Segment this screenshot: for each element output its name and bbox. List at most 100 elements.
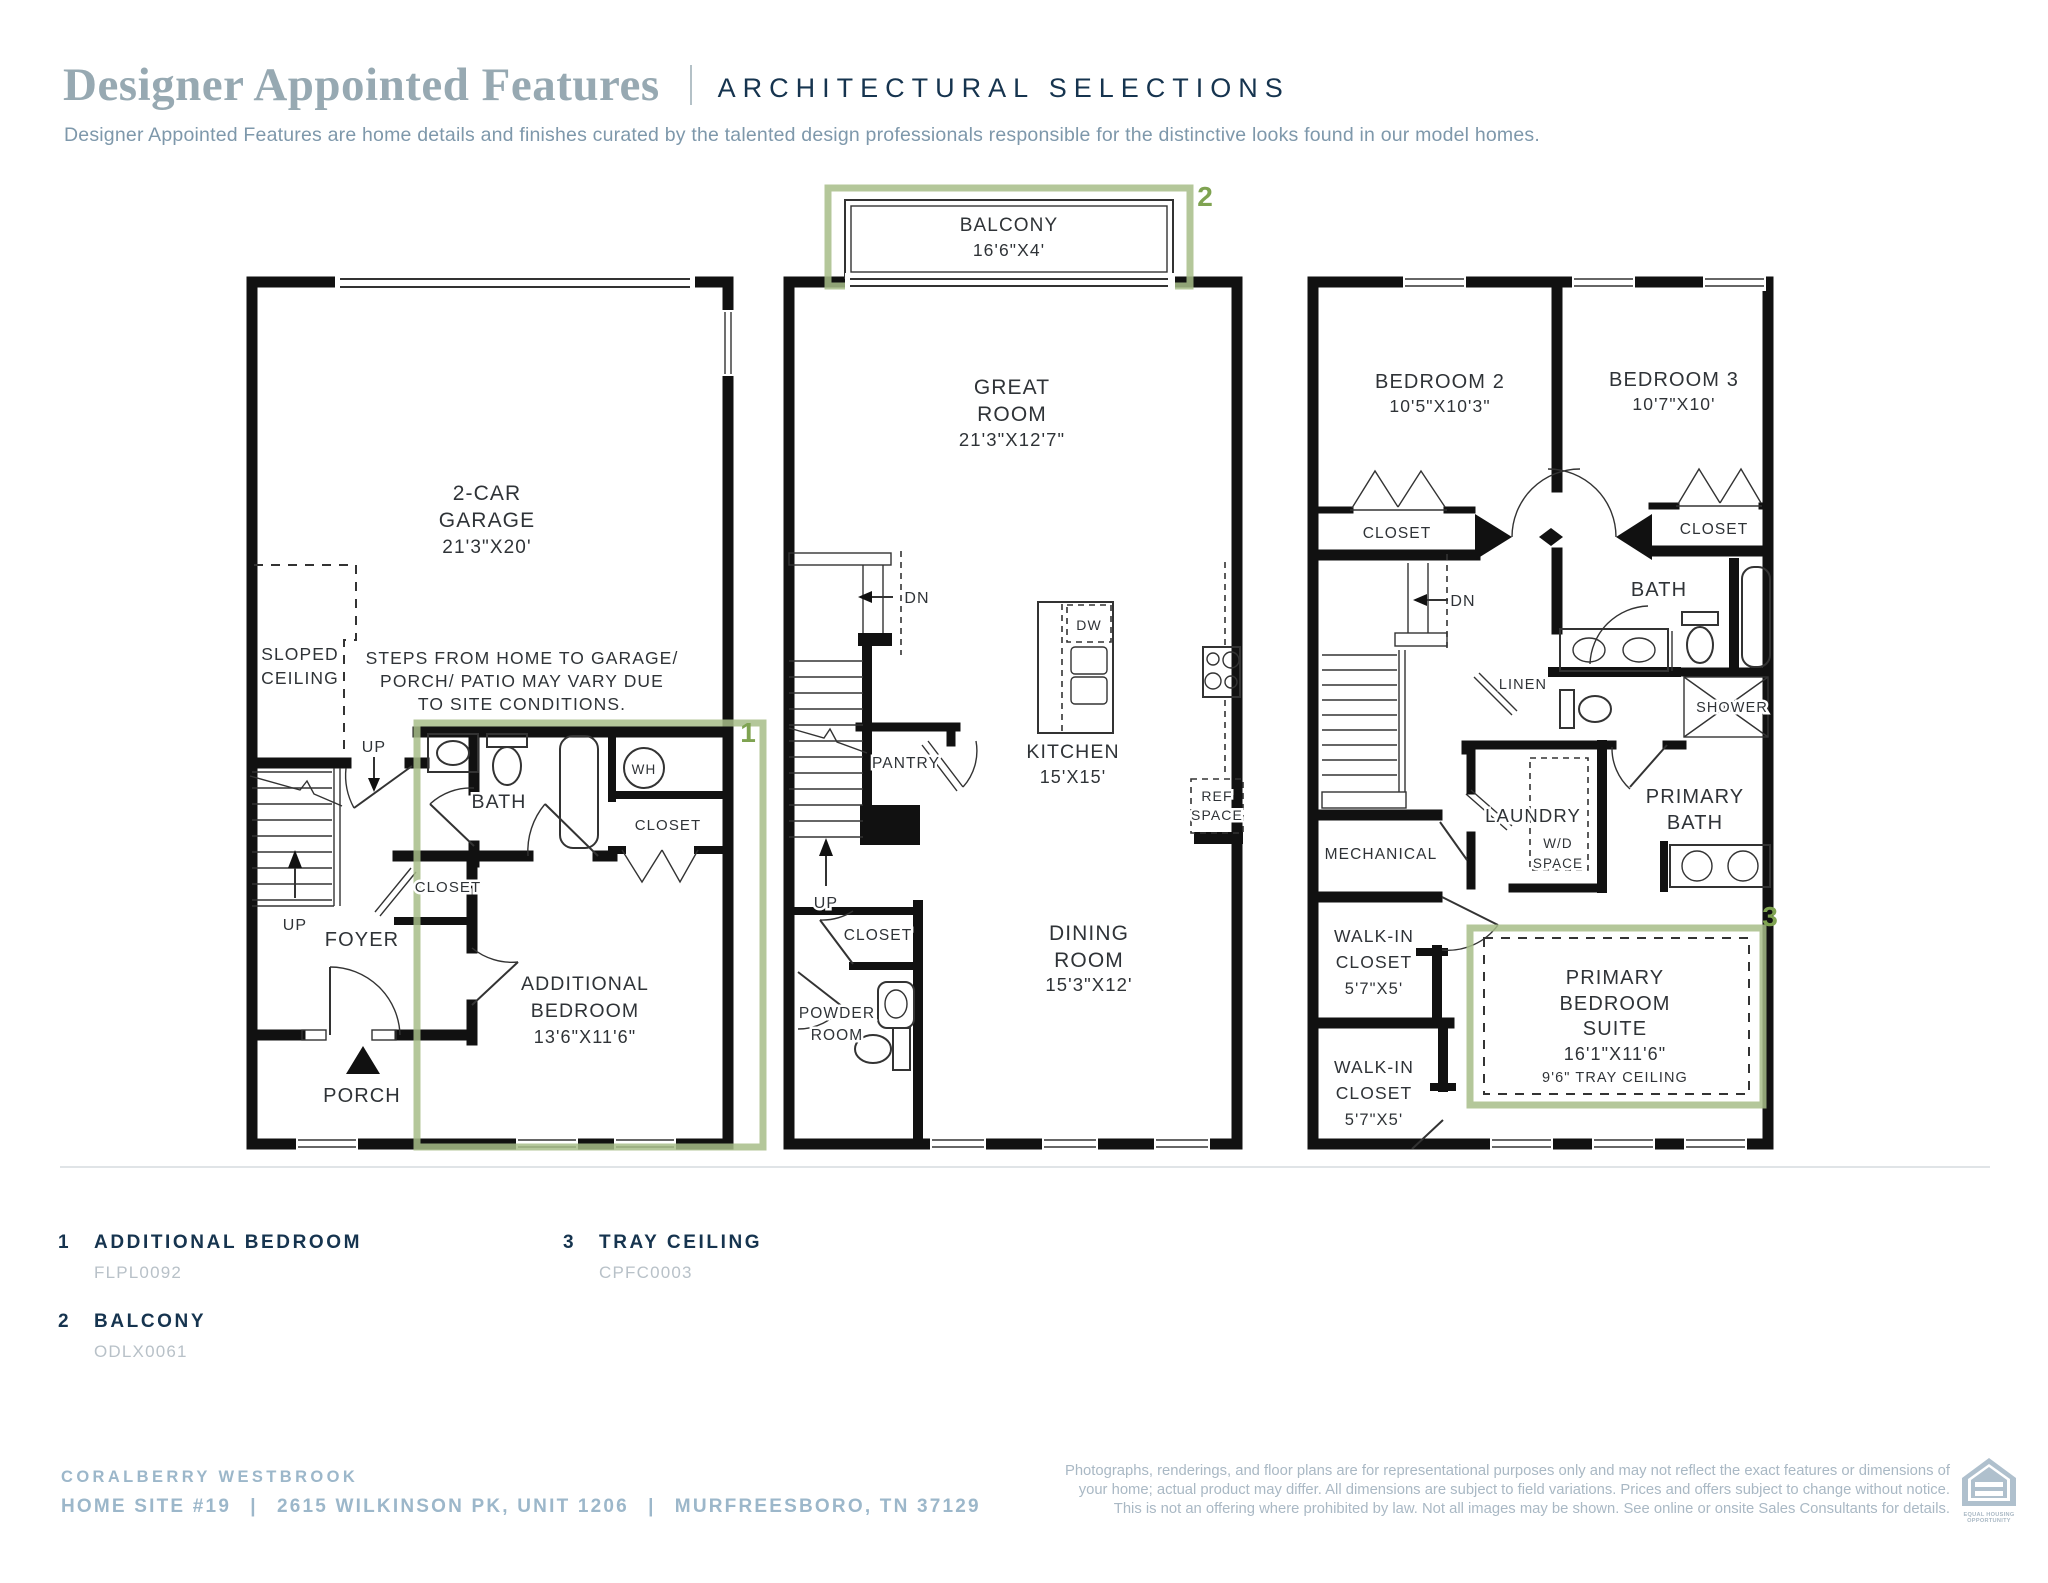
walkin-closet1-label: WALK-IN: [1334, 926, 1414, 946]
svg-text:10'7"X10': 10'7"X10': [1632, 394, 1715, 414]
bifold-doors: [621, 849, 699, 884]
legend-code: ODLX0061: [94, 1342, 188, 1361]
svg-text:9'6" TRAY CEILING: 9'6" TRAY CEILING: [1542, 1070, 1688, 1086]
svg-text:CEILING: CEILING: [261, 668, 339, 688]
header: Designer Appointed Features ARCHITECTURA…: [63, 58, 1290, 112]
legend-num: 2: [58, 1311, 70, 1332]
feature1-highlight: [413, 719, 767, 1151]
tray-ceiling-dashed: [1483, 937, 1750, 1095]
pantry-label: PANTRY: [872, 755, 940, 772]
legend-num: 1: [58, 1232, 70, 1253]
svg-text:10'5"X10'3": 10'5"X10'3": [1389, 396, 1490, 416]
svg-text:ROOM: ROOM: [811, 1027, 864, 1044]
primary-bath-label: PRIMARY: [1646, 786, 1744, 808]
sloped-ceiling-dashed: [254, 564, 357, 756]
closet-label: CLOSET: [1363, 525, 1432, 542]
linen-label: LINEN: [1499, 677, 1547, 693]
svg-text:15'3"X12': 15'3"X12': [1045, 974, 1132, 995]
powder-fixtures: [854, 981, 915, 1071]
powder-label: POWDER: [799, 1005, 875, 1022]
walkin-closet2-label: WALK-IN: [1334, 1057, 1414, 1077]
svg-text:CLOSET: CLOSET: [1336, 952, 1413, 972]
wh-label: WH: [632, 762, 657, 777]
floor2-stairs: [788, 551, 902, 886]
additional-bedroom-label: ADDITIONAL: [521, 973, 649, 995]
garage-label: 2-CAR: [453, 482, 522, 505]
shower: [1683, 676, 1769, 738]
bedroom3-label: BEDROOM 3: [1609, 369, 1739, 391]
ref-space: [1190, 778, 1244, 834]
linen-door: [1473, 672, 1518, 716]
disclaimer-line: your home; actual product may differ. Al…: [1078, 1482, 1950, 1499]
toilet: [492, 746, 522, 786]
dn-label: DN: [1450, 593, 1475, 610]
floor1-stairs: [249, 768, 343, 907]
closet-door: [819, 919, 854, 965]
kitchen-label: KITCHEN: [1026, 741, 1119, 763]
bifold-doors: [1677, 467, 1762, 505]
feature3-highlight: [1466, 924, 1767, 1109]
kitchen-island: [1037, 601, 1114, 734]
balcony-door: [850, 278, 1168, 287]
svg-text:15'X15': 15'X15': [1040, 767, 1107, 787]
svg-text:16'6"X4': 16'6"X4': [973, 240, 1045, 260]
sink: [436, 740, 470, 766]
divider-rule: [60, 1166, 1990, 1168]
up-label: UP: [362, 739, 386, 756]
svg-text:CLOSET: CLOSET: [1336, 1083, 1413, 1103]
window: [724, 312, 732, 374]
sloped-ceiling-label: SLOPED: [261, 644, 339, 664]
bifold-doors: [1351, 469, 1446, 509]
powder-door: [797, 971, 844, 1008]
wic1-door: [1441, 896, 1499, 926]
garage-door: [340, 278, 690, 288]
closet-label: CLOSET: [415, 879, 482, 896]
equal-housing-icon: [1962, 1458, 2016, 1506]
feature2-marker: 2: [1197, 181, 1213, 212]
balcony-label: BALCONY: [960, 215, 1059, 236]
svg-text:W/D: W/D: [1543, 836, 1573, 851]
svg-text:TO SITE CONDITIONS.: TO SITE CONDITIONS.: [418, 694, 626, 714]
ref-label: REF: [1201, 788, 1232, 804]
bath-label: BATH: [1631, 579, 1687, 601]
site-note: STEPS FROM HOME TO GARAGE/: [366, 648, 679, 668]
floor3-stairs: [1321, 554, 1448, 809]
legend-label: ADDITIONAL BEDROOM: [94, 1232, 363, 1253]
floor1-bath-fixtures: [427, 733, 665, 849]
home-site-address: HOME SITE #19 | 2615 WILKINSON PK, UNIT …: [61, 1496, 981, 1517]
garage-dims: 21'3"X20': [442, 537, 531, 558]
dining-label: DINING: [1049, 922, 1129, 945]
svg-text:ROOM: ROOM: [977, 403, 1047, 426]
foyer-label: FOYER: [325, 929, 399, 951]
floor1-plan: 2-CAR GARAGE 21'3"X20' SLOPED CEILING ST…: [246, 273, 767, 1153]
disclaimer-line: Photographs, renderings, and floor plans…: [1064, 1463, 1950, 1479]
dn-label: DN: [904, 590, 929, 607]
closet-label: CLOSET: [1680, 521, 1749, 538]
mechanical-door: [1439, 821, 1468, 861]
svg-text:BEDROOM: BEDROOM: [1559, 993, 1670, 1015]
feature1-marker: 1: [740, 717, 756, 748]
section-title: ARCHITECTURAL SELECTIONS: [717, 72, 1290, 103]
balcony-rail: [844, 199, 1174, 279]
svg-text:BATH: BATH: [1667, 812, 1723, 834]
svg-text:5'7"X5': 5'7"X5': [1345, 980, 1403, 998]
laundry-label: LAUNDRY: [1485, 805, 1581, 826]
svg-text:SPACE: SPACE: [1191, 807, 1243, 823]
floor1-interior-walls: [246, 726, 734, 1046]
equal-housing-logo: EQUAL HOUSING OPPORTUNITY: [1962, 1458, 2016, 1524]
dw-label: DW: [1076, 617, 1102, 633]
floor3-interior-walls: [1310, 281, 1774, 1029]
toilet: [1578, 695, 1612, 723]
shower-label: SHOWER: [1696, 700, 1768, 716]
svg-text:BEDROOM: BEDROOM: [531, 1000, 639, 1022]
svg-text:16'1"X11'6": 16'1"X11'6": [1564, 1044, 1667, 1064]
bath-door: [1589, 605, 1649, 665]
porch-arrow: [346, 1046, 380, 1074]
feature2-highlight: [824, 184, 1194, 290]
svg-text:13'6"X11'6": 13'6"X11'6": [534, 1027, 637, 1047]
legend-num: 3: [563, 1232, 575, 1253]
bedroom2-label: BEDROOM 2: [1375, 371, 1505, 393]
